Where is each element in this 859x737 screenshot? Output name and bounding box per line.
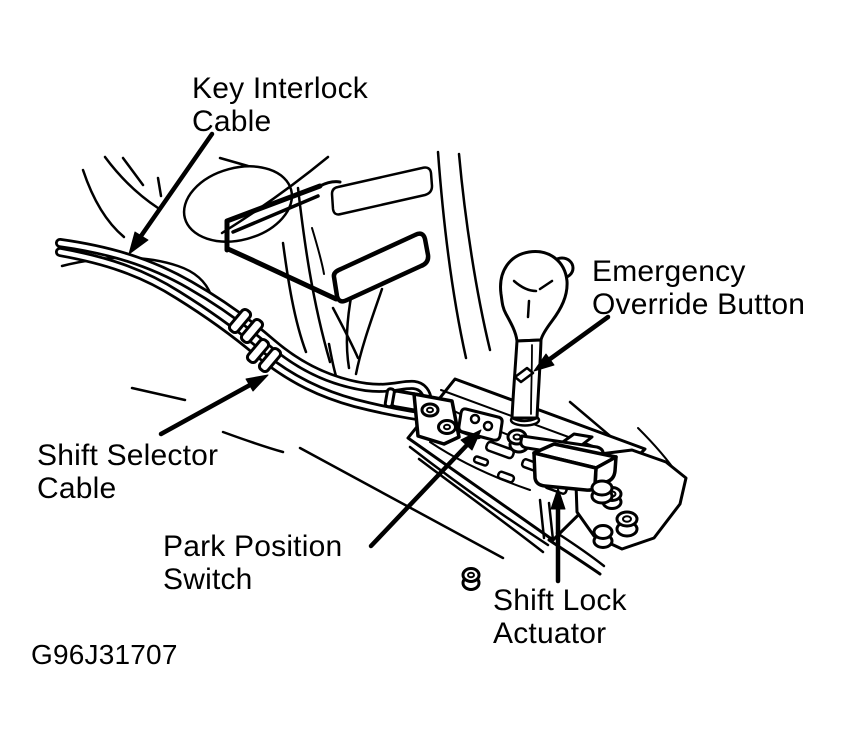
shift-knob [499, 250, 569, 343]
park-position-switch [457, 407, 504, 442]
shift-lock-actuator [519, 432, 618, 505]
shift-lever [499, 250, 575, 427]
emergency-override-button [513, 366, 535, 384]
console-pocket [224, 166, 434, 304]
dashboard-contours [60, 150, 492, 454]
callout-key-interlock-cable: Key Interlock Cable [192, 72, 369, 138]
park-position-arrow [368, 429, 482, 549]
emergency-override-arrow [533, 314, 611, 372]
callout-shift-selector-cable: Shift Selector Cable [37, 439, 219, 505]
dash-opening-oval [182, 165, 294, 243]
leader-arrows [128, 131, 611, 584]
callout-park-position-switch: Park Position Switch [163, 530, 343, 596]
control-cables [55, 238, 443, 424]
callout-shift-lock-actuator: Shift Lock Actuator [493, 584, 627, 650]
callout-emergency-override-button: Emergency Override Button [592, 255, 806, 321]
cable-clamps [227, 307, 283, 374]
key-interlock-arrow [128, 131, 215, 255]
lower-roller [461, 567, 481, 591]
shift-lock-arrow [550, 487, 566, 584]
cable-bracket [412, 392, 461, 446]
figure-code: G96J31707 [31, 639, 178, 670]
shift-selector-arrow [158, 374, 269, 437]
cable-end-fittings [383, 387, 530, 591]
